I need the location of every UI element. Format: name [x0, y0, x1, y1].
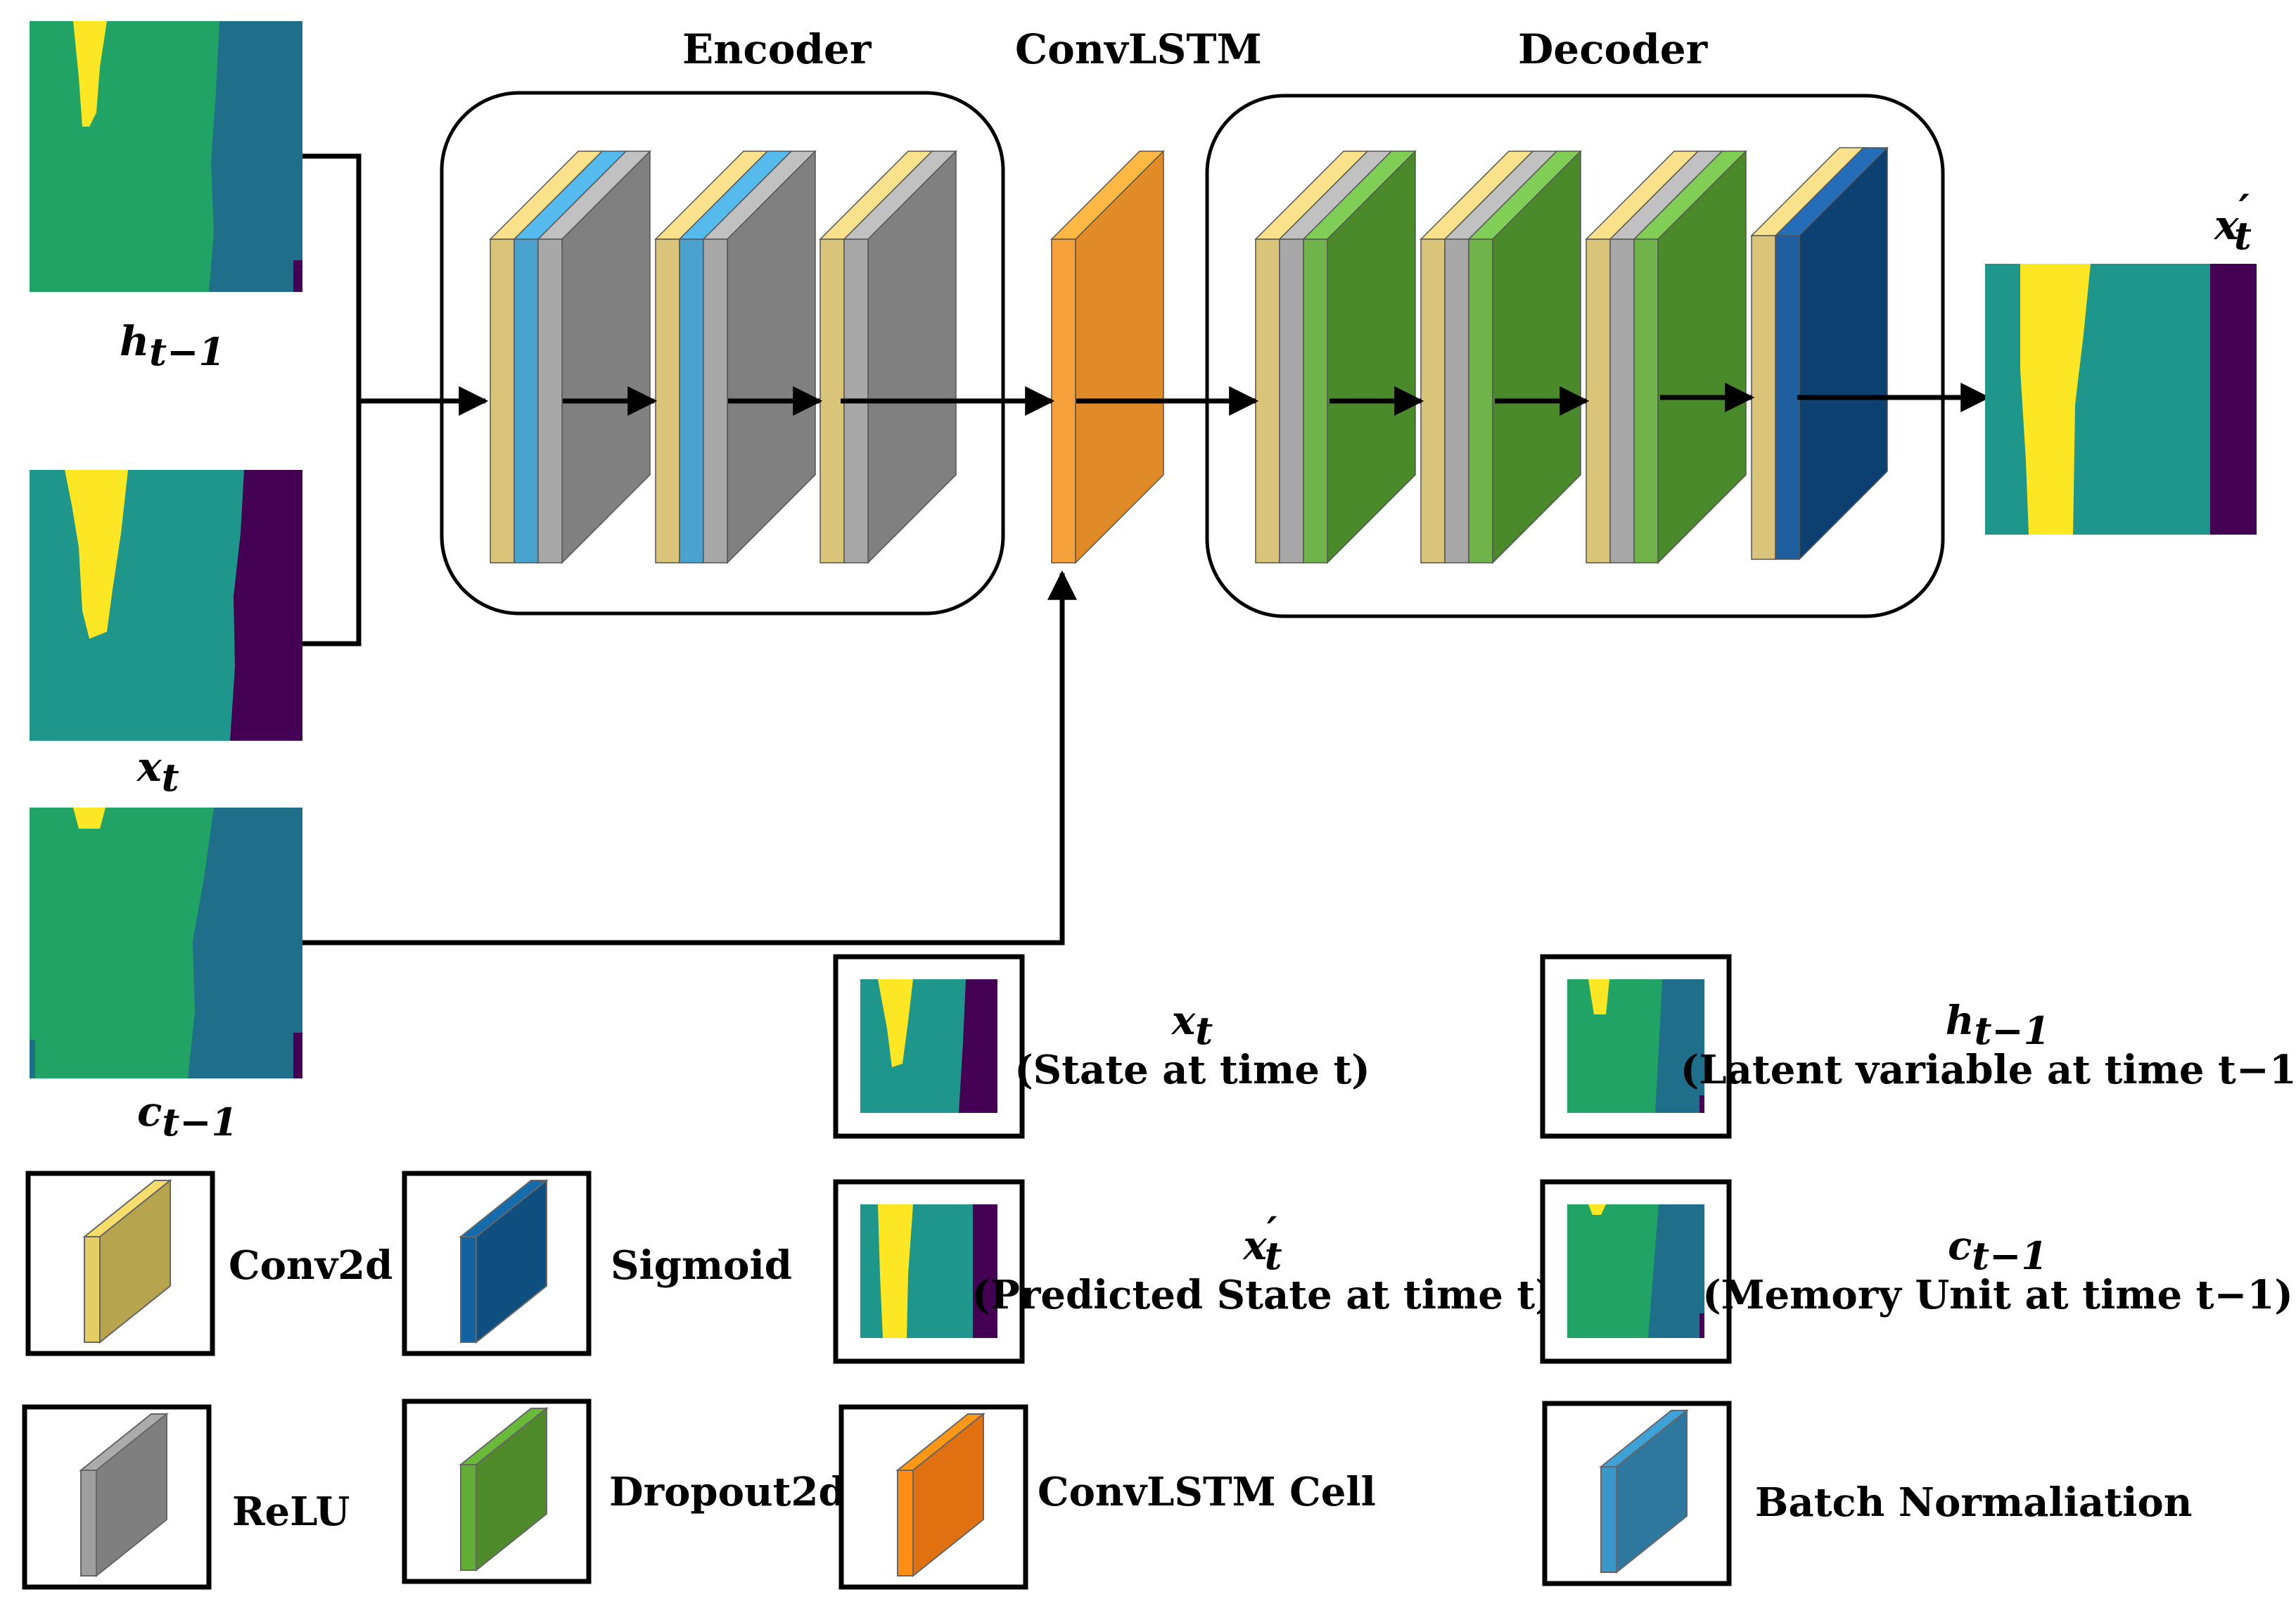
- h-prev-label: ht−1: [120, 317, 225, 374]
- convlstm-heading: ConvLSTM: [1015, 25, 1262, 73]
- layer-legend-item-sigmoid: Sigmoid: [402, 1171, 792, 1356]
- state-legend-symbol: x′t: [1242, 1209, 1282, 1278]
- state-legend-thumbnail: [1567, 979, 1704, 1113]
- state-legend-item-c_prev: ct−1(Memory Unit at time t−1): [1540, 1179, 2293, 1364]
- layer-legend-label: Batch Normaliation: [1755, 1479, 2192, 1526]
- output-image: [1985, 264, 2257, 535]
- convlstm_cell-swatch-icon: [895, 1412, 986, 1578]
- c-prev-image: [30, 808, 302, 1078]
- convlstm-block: [1050, 150, 1165, 564]
- state-legend-description: (Memory Unit at time t−1): [1702, 1272, 2293, 1318]
- convlstm-cell-block: [1050, 150, 1165, 564]
- state-legend-symbol: ct−1: [1948, 1223, 2048, 1278]
- encoder-block-3: [819, 150, 957, 564]
- state-legend-item-h_prev: ht−1(Latent variable at time t−1): [1540, 954, 2296, 1139]
- state-legend-symbol: ht−1: [1946, 998, 2050, 1053]
- layer-legend-label: ConvLSTM Cell: [1038, 1469, 1376, 1515]
- encoder-heading: Encoder: [682, 25, 872, 73]
- layer-legend-label: Conv2d: [229, 1242, 393, 1289]
- layer-legend-item-convlstm_cell: ConvLSTM Cell: [838, 1404, 1376, 1590]
- svg-text:ct−1: ct−1: [137, 1088, 238, 1145]
- state-legend-description: (Latent variable at time t−1): [1680, 1047, 2296, 1093]
- layer-legend-item-conv2d: Conv2d: [25, 1171, 393, 1356]
- state-legend-thumbnail: [860, 1204, 997, 1338]
- encoder-blocks: [489, 150, 957, 564]
- dropout2d-swatch-icon: [459, 1406, 549, 1572]
- decoder-block-3: [1585, 150, 1747, 564]
- h-prev-image: [30, 21, 302, 292]
- state-legend-item-x_pred: x′t(Predicted State at time t): [833, 1179, 1554, 1364]
- state-legend-description: (State at time t): [1014, 1047, 1370, 1093]
- relu-swatch-icon: [79, 1412, 169, 1578]
- output-label: x′t: [2213, 186, 2252, 258]
- c-prev-label: ct−1: [137, 1088, 238, 1145]
- decoder-block-2: [1420, 150, 1582, 564]
- state-legend-item-x_t: xt(State at time t): [833, 954, 1370, 1139]
- state-legend-description: (Predicted State at time t): [971, 1272, 1554, 1318]
- encoder-block-2: [654, 150, 817, 564]
- x-t-image: [30, 470, 302, 741]
- svg-text:x′t: x′t: [2213, 186, 2252, 258]
- x-t-label: xt: [136, 743, 179, 800]
- input-connectors: [302, 153, 1077, 945]
- layer-legend-item-dropout2d: Dropout2d: [402, 1399, 846, 1584]
- encoder-box: [440, 91, 1005, 616]
- decoder-block-1: [1254, 150, 1417, 564]
- layer-legend-item-relu: ReLU: [22, 1404, 350, 1590]
- layer-legend-item-batchnorm: Batch Normaliation: [1542, 1401, 2192, 1586]
- decoder-box: [1205, 94, 1945, 618]
- sigmoid-swatch-icon: [459, 1178, 549, 1344]
- decoder-heading: Decoder: [1518, 25, 1709, 73]
- layer-legend-label: Dropout2d: [609, 1469, 846, 1515]
- batchnorm-swatch-icon: [1599, 1408, 1689, 1574]
- encoder-block-1: [489, 150, 651, 564]
- state-legend-thumbnail: [860, 979, 997, 1113]
- pipeline-arrows: [563, 383, 1991, 416]
- state-legend: xt(State at time t) ht−1(Latent variable …: [833, 954, 2296, 1364]
- decoder-block-4: [1750, 146, 1889, 561]
- layer-legend-label: Sigmoid: [611, 1242, 792, 1289]
- state-legend-symbol: xt: [1171, 998, 1213, 1053]
- svg-text:ht−1: ht−1: [120, 317, 225, 374]
- state-legend-thumbnail: [1567, 1204, 1704, 1338]
- conv2d-swatch-icon: [82, 1178, 172, 1344]
- decoder-blocks: [1254, 146, 1889, 564]
- svg-text:xt: xt: [136, 743, 179, 800]
- layer-legend-label: ReLU: [232, 1489, 350, 1535]
